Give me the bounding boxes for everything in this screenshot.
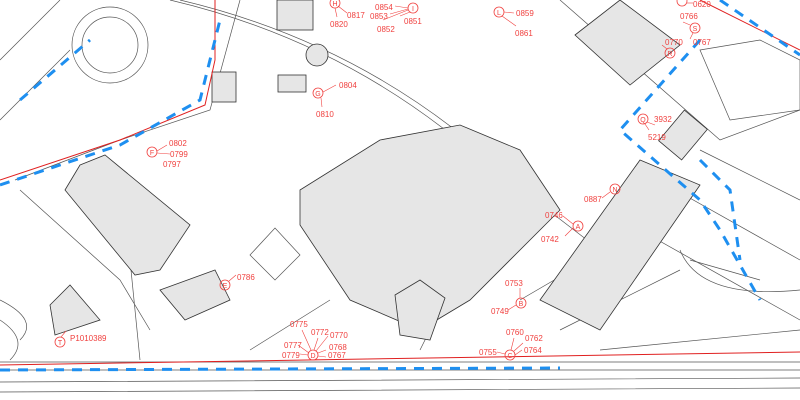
marker-H[interactable]: H 0817 0820 [329, 0, 365, 29]
svg-text:T: T [58, 340, 63, 347]
marker-R[interactable]: R 0770 [661, 38, 683, 59]
marker-E[interactable]: E 0786 [219, 273, 255, 291]
svg-text:0797: 0797 [163, 160, 181, 169]
svg-text:L: L [497, 10, 501, 17]
svg-text:0762: 0762 [525, 334, 543, 343]
svg-text:0804: 0804 [339, 81, 357, 90]
buildings [49, 0, 800, 341]
svg-text:G: G [315, 91, 320, 98]
svg-text:R: R [667, 51, 672, 58]
svg-text:5219: 5219 [648, 133, 666, 142]
marker-G[interactable]: G 0804 0810 [312, 81, 357, 119]
marker-L[interactable]: L 0859 0861 [493, 6, 534, 38]
marker-N[interactable]: N 0887 [584, 183, 621, 204]
svg-text:0810: 0810 [316, 110, 334, 119]
svg-text:0775: 0775 [290, 320, 308, 329]
marker-F[interactable]: F 0802 0799 0797 [146, 139, 188, 169]
svg-text:N: N [612, 187, 617, 194]
svg-text:0853: 0853 [370, 12, 388, 21]
svg-text:I: I [412, 6, 414, 13]
photo-markers: H 0817 0820 I 0854 0853 0852 0851 L 0859… [54, 0, 711, 361]
marker-A[interactable]: A 0746 0742 [541, 211, 584, 244]
svg-text:F: F [150, 150, 154, 157]
svg-text:0817: 0817 [347, 11, 365, 20]
svg-text:0746: 0746 [545, 211, 563, 220]
svg-text:0852: 0852 [377, 25, 395, 34]
marker-S[interactable]: S 0766 0767 [680, 12, 711, 47]
marker-I[interactable]: I 0854 0853 0852 0851 [370, 2, 422, 34]
svg-text:0854: 0854 [375, 3, 393, 12]
boundary-lines [0, 0, 800, 372]
svg-text:0770: 0770 [330, 331, 348, 340]
marker-B[interactable]: B 0753 0749 [491, 279, 527, 316]
svg-text:0766: 0766 [680, 12, 698, 21]
svg-text:0851: 0851 [404, 17, 422, 26]
marker-Q[interactable]: Q 3932 5219 [637, 113, 672, 142]
svg-text:0799: 0799 [170, 150, 188, 159]
svg-text:0768: 0768 [329, 343, 347, 352]
svg-text:0749: 0749 [491, 307, 509, 316]
svg-text:3932: 3932 [654, 115, 672, 124]
svg-text:D: D [310, 353, 315, 360]
svg-text:0772: 0772 [311, 328, 329, 337]
svg-text:0760: 0760 [506, 328, 524, 337]
svg-text:H: H [332, 1, 337, 8]
svg-text:0764: 0764 [524, 346, 542, 355]
svg-text:0861: 0861 [515, 29, 533, 38]
svg-text:A: A [576, 224, 581, 231]
marker-C[interactable]: C 0760 0762 0755 0764 [479, 328, 543, 361]
svg-text:0820: 0820 [330, 20, 348, 29]
svg-text:S: S [693, 26, 698, 33]
svg-text:P1010389: P1010389 [70, 334, 107, 343]
marker-D[interactable]: D 0775 0772 0770 0777 0768 0779 0767 [282, 320, 348, 361]
svg-text:0777: 0777 [284, 341, 302, 350]
svg-text:0770: 0770 [665, 38, 683, 47]
svg-text:0767: 0767 [693, 38, 711, 47]
svg-text:0753: 0753 [505, 279, 523, 288]
svg-text:0755: 0755 [479, 348, 497, 357]
marker-T[interactable]: T P1010389 [54, 330, 107, 348]
svg-text:0859: 0859 [516, 9, 534, 18]
svg-text:0779: 0779 [282, 351, 300, 360]
svg-text:B: B [519, 301, 524, 308]
svg-text:0767: 0767 [328, 351, 346, 360]
svg-text:E: E [223, 283, 228, 290]
svg-text:0742: 0742 [541, 235, 559, 244]
svg-text:Q: Q [640, 117, 646, 124]
svg-text:0620: 0620 [693, 0, 711, 9]
svg-text:0887: 0887 [584, 195, 602, 204]
svg-text:0802: 0802 [169, 139, 187, 148]
marker-U[interactable]: 0620 [676, 0, 711, 9]
svg-text:C: C [507, 353, 512, 360]
svg-text:0786: 0786 [237, 273, 255, 282]
